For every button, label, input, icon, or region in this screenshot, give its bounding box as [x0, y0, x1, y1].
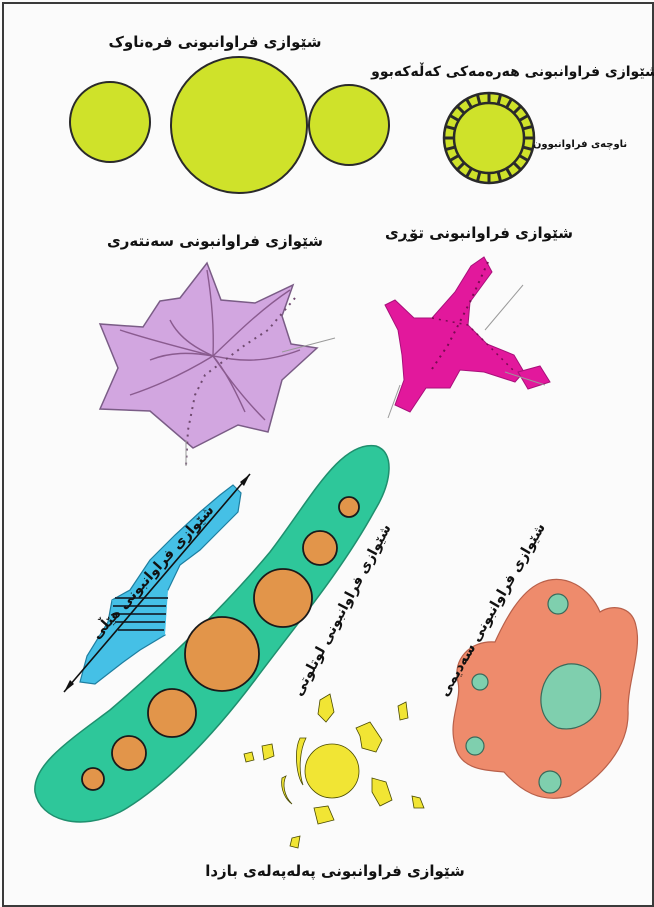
network-growth-shape	[385, 257, 550, 418]
satellite-growth-shape	[244, 694, 424, 848]
label-satellite: شێوازی فراوانبونی پەلەپەلەی بازدا	[205, 862, 465, 881]
concentric-ring-shape	[444, 93, 534, 183]
sectoral-growth-shape	[453, 579, 637, 798]
label-concentric: شێوازی فراوانبونی هەرەمەکی کەڵەکەبوو	[370, 62, 654, 80]
label-expansion-zone: ناوچەی فراوانبوون	[533, 139, 627, 150]
label-star: شێوازی فراوانبونی سەنتەری	[107, 232, 323, 250]
multiple-nuclei-shape	[70, 57, 389, 193]
label-network: شێوازی فراوانبونی تۆڕی	[385, 224, 573, 242]
label-multiple-nuclei: شێوازی فراوانبونی فرەناوک	[109, 33, 322, 51]
star-growth-shape	[100, 263, 335, 466]
